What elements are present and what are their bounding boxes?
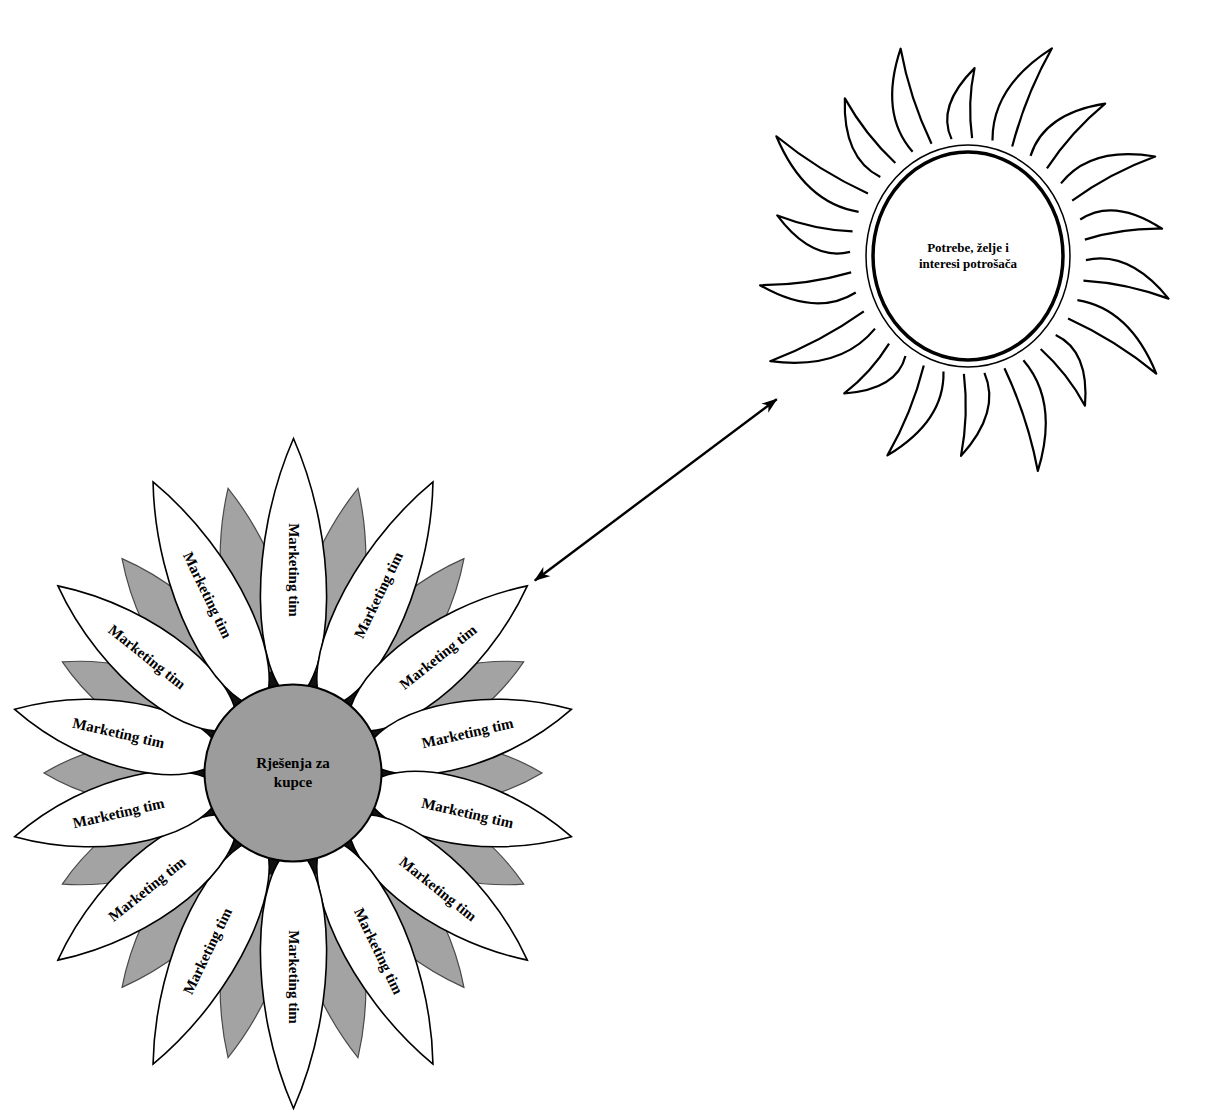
sun-ray bbox=[1061, 154, 1155, 201]
petal-outline bbox=[260, 845, 326, 1108]
sun-ray bbox=[947, 68, 974, 139]
petal-outline bbox=[123, 468, 292, 723]
petal-outline bbox=[8, 757, 230, 869]
sun-ray bbox=[1080, 210, 1162, 239]
sun-ray bbox=[760, 272, 856, 303]
sun-ray bbox=[845, 98, 896, 177]
sun-ray bbox=[844, 344, 905, 394]
sun-core bbox=[873, 152, 1063, 360]
double-arrow bbox=[535, 399, 777, 580]
center-disc bbox=[203, 683, 383, 863]
petal-text: Marketing tim bbox=[284, 930, 302, 1024]
sun-ray bbox=[777, 215, 852, 253]
center-text: Rješenja za kupce bbox=[237, 754, 349, 792]
center-circle bbox=[205, 685, 382, 862]
petal-text: Marketing tim bbox=[284, 523, 302, 617]
sun-ray bbox=[1041, 335, 1086, 406]
sun-ray bbox=[892, 49, 931, 152]
sun-circle: Potrebe, želje i interesi potrošača bbox=[738, 26, 1198, 486]
sun-ray bbox=[1004, 360, 1045, 471]
sun-ray bbox=[1083, 258, 1168, 298]
sun-ray bbox=[770, 311, 875, 362]
sun-ray bbox=[961, 373, 989, 456]
sun-ring bbox=[866, 145, 1070, 367]
sun-text: Potrebe, želje i interesi potrošača bbox=[908, 240, 1028, 273]
sun-ray bbox=[887, 365, 943, 455]
petal-outline bbox=[260, 438, 326, 701]
petal-outline bbox=[356, 677, 578, 789]
flower-center: Rješenja za kupce bbox=[203, 683, 383, 863]
